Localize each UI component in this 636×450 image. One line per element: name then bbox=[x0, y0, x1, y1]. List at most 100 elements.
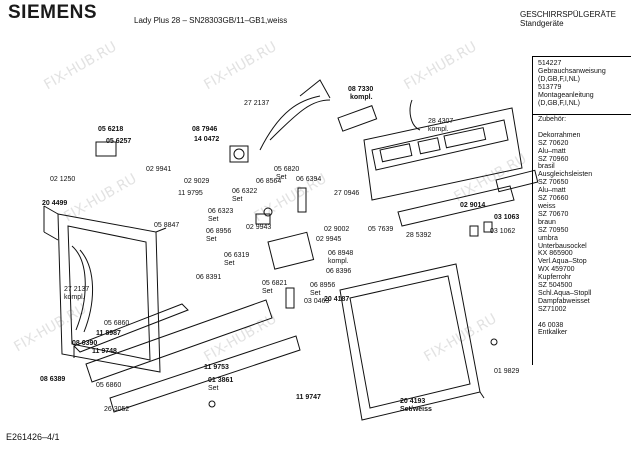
part-label: Set bbox=[208, 385, 219, 392]
part-label: 20 4499 bbox=[42, 200, 68, 207]
inner-door-panel bbox=[339, 263, 485, 421]
part-label: Set bbox=[276, 174, 287, 181]
part-label: 26 3052 bbox=[104, 406, 130, 413]
part-label: 11 8987 bbox=[96, 330, 121, 337]
doc-line: (D,GB,F,I,NL) bbox=[538, 76, 581, 83]
accessory-line: Unterbausockel bbox=[538, 242, 587, 250]
accessory-line: Dampfabweisset bbox=[538, 297, 590, 305]
part-label: 03 1062 bbox=[490, 228, 516, 235]
accessory-line bbox=[538, 124, 592, 132]
accessory-line: SZ 70960 bbox=[538, 155, 569, 163]
accessory-line: weiss bbox=[538, 202, 556, 210]
part-label: 06 8396 bbox=[326, 268, 352, 275]
part-label: 05 6218 bbox=[98, 126, 124, 133]
doc-line: (D,GB,F,I,NL) bbox=[538, 100, 581, 107]
category-subline: Standgeräte bbox=[520, 19, 564, 28]
accessory-line: Alu–matt bbox=[538, 187, 566, 195]
part-label: 01 9829 bbox=[494, 368, 520, 375]
part-label: 02 9014 bbox=[460, 202, 486, 209]
accessory-line: Alu–matt bbox=[538, 147, 566, 155]
accessory-line: Schl.Aqua–Stopll bbox=[538, 289, 592, 297]
part-label: 20 4193 bbox=[400, 398, 426, 405]
part-label: 03 0463 bbox=[304, 298, 330, 305]
part-label: 27 2137 bbox=[244, 100, 270, 107]
clip-parts bbox=[208, 169, 539, 408]
part-label: 06 8956 bbox=[310, 282, 336, 289]
part-label: kompl. bbox=[64, 294, 85, 301]
documents-list: 514227 Gebrauchsanweisung (D,GB,F,I,NL) … bbox=[538, 60, 606, 108]
part-label: 05 6820 bbox=[274, 166, 300, 173]
model-title: Lady Plus 28 – SN28303GB/11–GB1,weiss bbox=[134, 16, 288, 25]
switch-block bbox=[95, 141, 249, 163]
doc-line: 513779 bbox=[538, 84, 562, 91]
accessory-line bbox=[538, 314, 592, 322]
accessory-line: SZ 504500 bbox=[538, 282, 573, 290]
part-label: 02 9943 bbox=[246, 224, 272, 231]
accessory-line: SZ 70950 bbox=[538, 226, 569, 234]
part-label: 05 7639 bbox=[368, 226, 394, 233]
part-label: 11 9748 bbox=[92, 348, 117, 355]
part-label: 02 9941 bbox=[146, 166, 172, 173]
part-label: 08 6389 bbox=[40, 376, 66, 383]
part-label: 20 4187 bbox=[324, 296, 350, 303]
brand-logo: SIEMENS bbox=[8, 2, 98, 23]
part-label: kompl. bbox=[350, 94, 373, 101]
accessory-line: Entkalker bbox=[538, 329, 568, 337]
lock-parts bbox=[255, 187, 315, 309]
accessory-line: SZ 70660 bbox=[538, 195, 569, 203]
part-label: 03 1063 bbox=[494, 214, 520, 221]
doc-line: 514227 bbox=[538, 60, 562, 67]
part-label: 11 9753 bbox=[204, 364, 229, 371]
part-label: 06 8564 bbox=[256, 178, 282, 185]
part-label: 08 6390 bbox=[72, 340, 98, 347]
part-label: Set bbox=[206, 236, 217, 243]
accessory-line: Dekorrahmen bbox=[538, 131, 581, 139]
accessory-line: Zubehör: bbox=[538, 116, 567, 123]
doc-line: Montageanleitung bbox=[538, 92, 594, 99]
part-label: Set bbox=[262, 288, 273, 295]
part-label: 06 8948 bbox=[328, 250, 354, 257]
part-label: 06 6323 bbox=[208, 208, 234, 215]
part-label: Set/weiss bbox=[400, 406, 432, 413]
wiring-harness bbox=[259, 79, 421, 151]
part-label: 28 4307 bbox=[428, 118, 454, 125]
part-label: 06 8391 bbox=[196, 274, 222, 281]
part-label: 11 9795 bbox=[178, 190, 203, 197]
part-label: 06 6319 bbox=[224, 252, 250, 259]
accessory-line: Verl.Aqua–Stop bbox=[538, 258, 587, 266]
part-label: 02 9002 bbox=[324, 226, 350, 233]
part-label: 02 9945 bbox=[316, 236, 342, 243]
control-panel bbox=[363, 107, 523, 201]
part-label: Set bbox=[232, 196, 243, 203]
accessory-line: brasil bbox=[538, 163, 555, 171]
accessory-line: WX 459700 bbox=[538, 266, 575, 274]
drawing-code: E261426–4/1 bbox=[6, 432, 60, 442]
part-label: 05 6821 bbox=[262, 280, 288, 287]
part-label: Set bbox=[208, 216, 219, 223]
part-label: 06 8956 bbox=[206, 228, 232, 235]
part-label: 27 0946 bbox=[334, 190, 360, 197]
part-label: 05 6257 bbox=[106, 138, 132, 145]
accessories-box bbox=[532, 114, 631, 365]
accessory-line: SZ 70650 bbox=[538, 179, 569, 187]
part-label: 08 7330 bbox=[348, 86, 374, 93]
accessory-line: SZ71002 bbox=[538, 305, 567, 313]
documents-box bbox=[532, 56, 631, 115]
part-label: 27 2137 bbox=[64, 286, 90, 293]
part-label: 02 1250 bbox=[50, 176, 76, 183]
accessory-line: braun bbox=[538, 218, 556, 226]
doc-line: Gebrauchsanweisung bbox=[538, 68, 606, 75]
accessory-line: 46 0038 bbox=[538, 321, 564, 329]
part-label: kompl. bbox=[328, 258, 349, 265]
part-label: 05 6860 bbox=[96, 382, 122, 389]
part-label: 28 5392 bbox=[406, 232, 432, 239]
side-rail bbox=[43, 206, 59, 241]
part-label: 11 9747 bbox=[296, 394, 321, 401]
accessory-line: Ausgleichsleisten bbox=[538, 171, 593, 179]
part-label: 05 8847 bbox=[154, 222, 180, 229]
accessory-line: KX 865900 bbox=[538, 250, 573, 258]
part-label: 14 0472 bbox=[194, 136, 220, 143]
part-label: 01 3861 bbox=[208, 377, 234, 384]
part-label: kompl. bbox=[428, 126, 449, 133]
